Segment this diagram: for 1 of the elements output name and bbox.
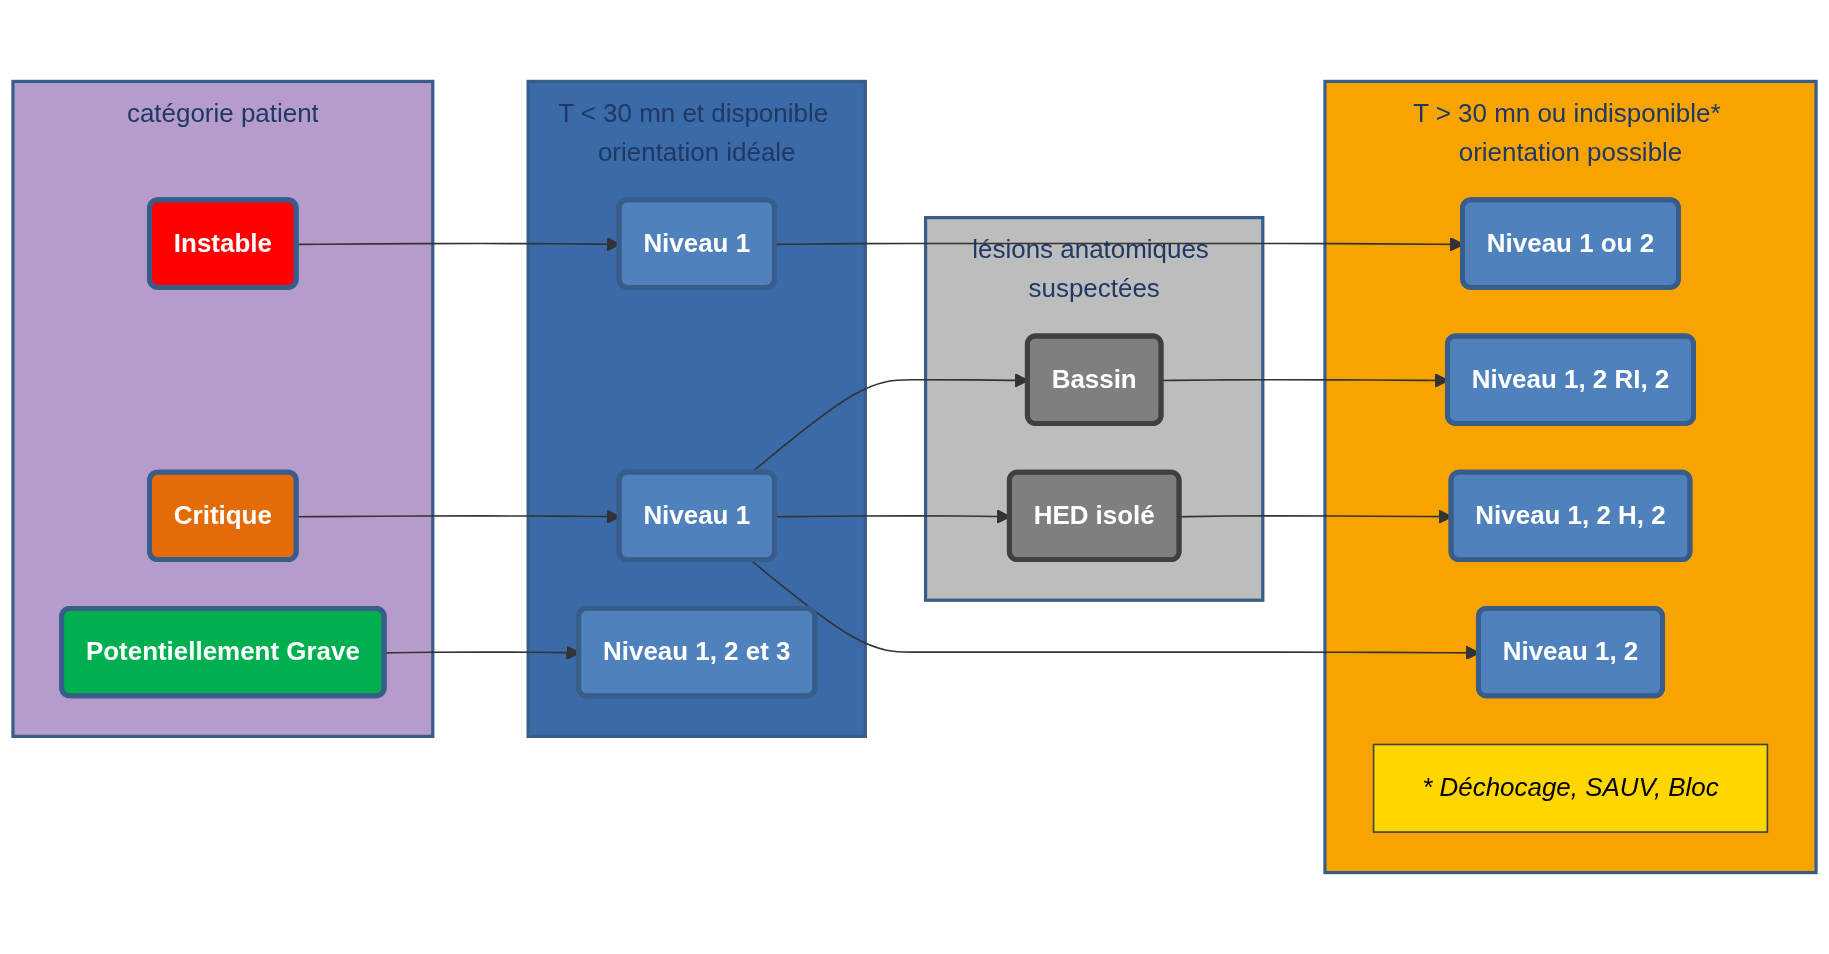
node-box: * Déchocage, SAUV, Bloc xyxy=(1372,743,1769,833)
